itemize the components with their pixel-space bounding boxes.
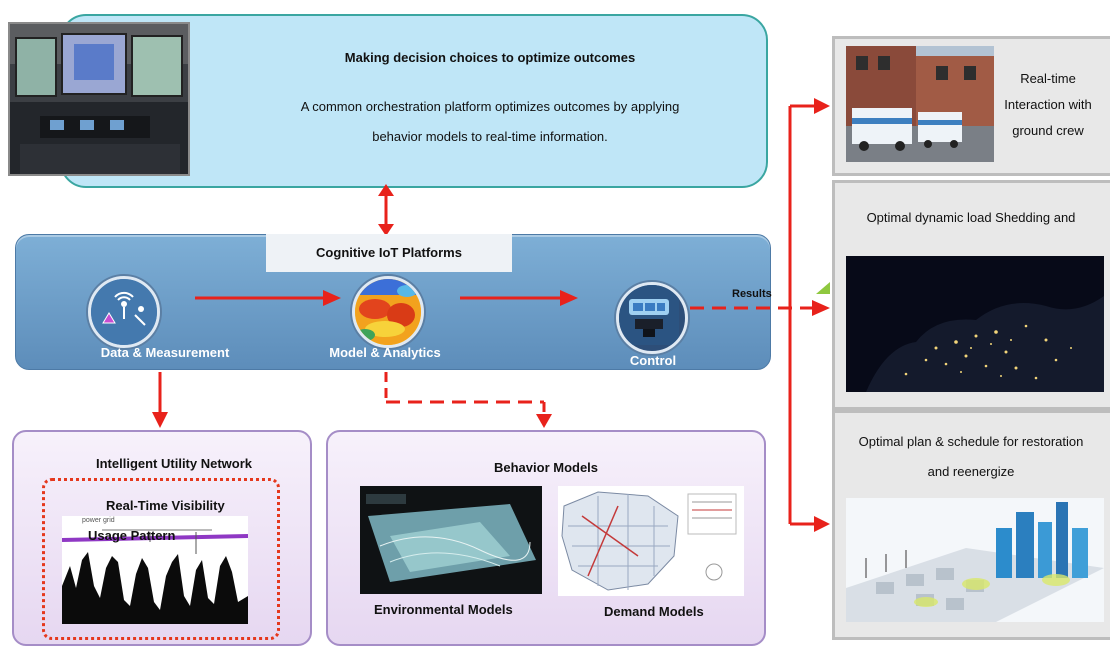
usage-pattern-title: Usage Pattern bbox=[88, 528, 176, 543]
smart-city-illustration bbox=[846, 498, 1104, 622]
data-measurement-label: Data & Measurement bbox=[100, 345, 230, 360]
decision-title: Making decision choices to optimize outc… bbox=[344, 50, 636, 65]
demand-model-map bbox=[558, 486, 744, 596]
demand-models-caption: Demand Models bbox=[604, 604, 704, 619]
model-analytics-label: Model & Analytics bbox=[329, 345, 441, 360]
utility-network-title: Intelligent Utility Network bbox=[96, 456, 253, 471]
green-marker-icon bbox=[816, 282, 830, 294]
ground-crew-text: Real-time Interaction with ground crew bbox=[996, 66, 1100, 144]
chart-legend-label: power grid bbox=[82, 517, 115, 524]
realtime-visibility-title: Real-Time Visibility bbox=[106, 498, 225, 513]
bidirectional-arrow bbox=[378, 184, 394, 236]
ground-crew-line-1: Real-time bbox=[1020, 71, 1076, 86]
ground-crew-line-2: Interaction with bbox=[1004, 97, 1092, 112]
ground-crew-line-3: ground crew bbox=[1012, 123, 1084, 138]
restoration-line-1: Optimal plan & schedule for restoration bbox=[858, 434, 1084, 449]
environmental-model-image bbox=[360, 486, 542, 594]
results-dashed-arrow bbox=[690, 300, 830, 316]
arrow-model-to-control bbox=[460, 290, 578, 306]
realtime-visibility-frame bbox=[42, 478, 280, 640]
europe-night-map bbox=[846, 256, 1104, 392]
wifi-sensor-icon bbox=[88, 276, 160, 348]
heatmap-globe-icon bbox=[352, 276, 424, 348]
decision-line-2: behavior models to real-time information… bbox=[372, 129, 608, 144]
decision-description: A common orchestration platform optimize… bbox=[250, 92, 730, 152]
control-label: Control bbox=[629, 353, 677, 368]
results-label: Results bbox=[732, 288, 772, 300]
platform-label: Cognitive IoT Platforms bbox=[266, 234, 512, 272]
environmental-models-caption: Environmental Models bbox=[374, 602, 513, 617]
restoration-line-2: and reenergize bbox=[927, 464, 1015, 479]
decision-line-1: A common orchestration platform optimize… bbox=[300, 99, 680, 114]
service-trucks-photo bbox=[846, 46, 994, 162]
arrow-data-to-model bbox=[195, 290, 341, 306]
distribution-arrows bbox=[788, 98, 830, 532]
arrow-to-behavior-models bbox=[384, 372, 552, 428]
load-shedding-text: Optimal dynamic load Shedding and bbox=[866, 210, 1076, 225]
control-room-photo bbox=[8, 22, 190, 176]
control-room-icon bbox=[616, 282, 688, 354]
arrow-to-utility-network bbox=[152, 372, 168, 428]
behavior-models-title: Behavior Models bbox=[494, 460, 599, 475]
usage-pattern-chart bbox=[61, 516, 249, 624]
